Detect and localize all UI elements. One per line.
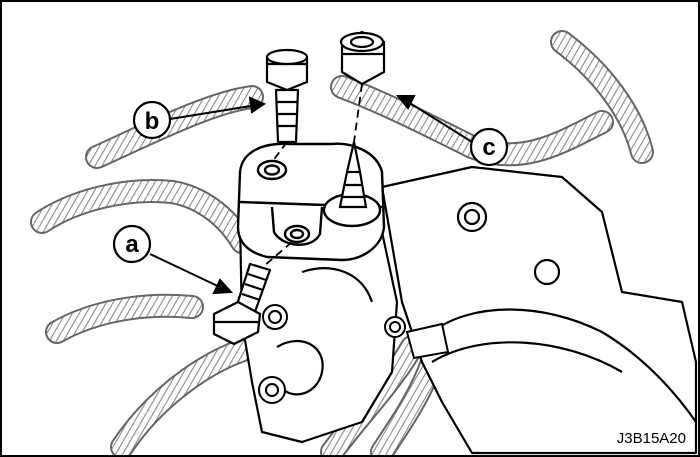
callout-a: a — [112, 224, 152, 264]
mounting-bracket — [380, 165, 698, 455]
bolt-b — [265, 48, 309, 144]
callout-c-label: c — [482, 134, 495, 161]
callout-a-label: a — [125, 231, 139, 258]
bolt-a — [212, 262, 272, 346]
housing-bolts — [258, 304, 450, 404]
alignment-lines — [263, 83, 363, 267]
mounting-stud — [338, 141, 368, 209]
callout-b: b — [132, 100, 172, 140]
callout-b-label: b — [145, 108, 160, 135]
nut-c — [339, 30, 386, 86]
callout-c: c — [469, 127, 509, 167]
leader-arrows — [149, 95, 473, 295]
figure-code: J3B15A20 — [616, 430, 686, 447]
